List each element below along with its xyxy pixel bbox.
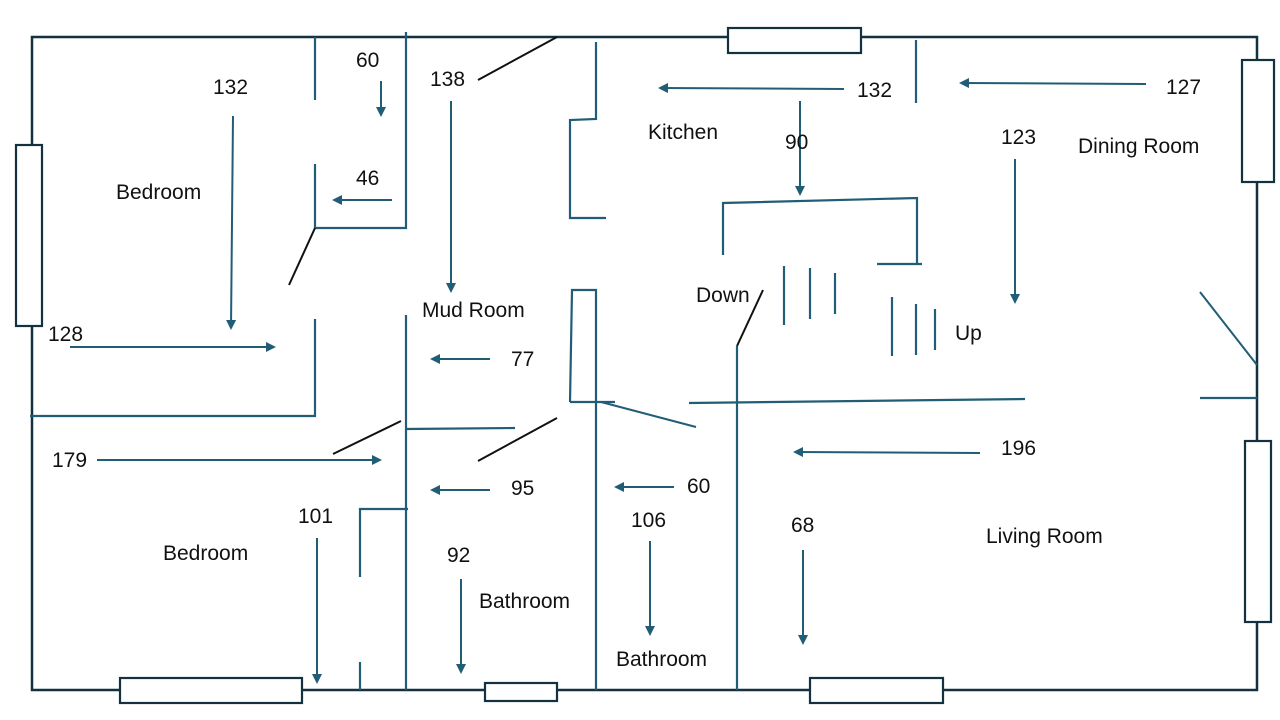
room-labels: Bedroom Bedroom Mud Room Kitchen Dining … xyxy=(116,121,1199,671)
window-south-bedroom xyxy=(118,676,304,705)
dim-value: 90 xyxy=(785,131,808,154)
dim-value: 101 xyxy=(298,505,333,528)
dim-value: 138 xyxy=(430,68,465,91)
doors xyxy=(288,36,1258,462)
dim-arrow-196 xyxy=(793,447,981,458)
room-label-mud-room: Mud Room xyxy=(422,299,525,322)
dim-value: 77 xyxy=(511,348,534,371)
door-bedroom-north xyxy=(288,227,316,286)
dim-value: 196 xyxy=(1001,437,1036,460)
window-east-lower xyxy=(1243,439,1273,624)
dim-value: 46 xyxy=(356,167,379,190)
windows xyxy=(14,26,1276,705)
room-label-kitchen: Kitchen xyxy=(648,121,718,144)
stairs xyxy=(782,266,937,356)
window-east-upper xyxy=(1240,58,1276,184)
interior-walls xyxy=(30,32,1257,690)
room-label-dining-room: Dining Room xyxy=(1078,135,1199,158)
window-south-bathroom xyxy=(483,681,559,703)
window-west xyxy=(14,143,44,328)
dim-value: 123 xyxy=(1001,126,1036,149)
window-north xyxy=(726,26,863,55)
stair-label-down: Down xyxy=(696,284,750,307)
room-label-bedroom-south: Bedroom xyxy=(163,542,248,565)
door-east-exterior xyxy=(1199,291,1258,366)
room-label-bedroom-north: Bedroom xyxy=(116,181,201,204)
room-label-living-room: Living Room xyxy=(986,525,1103,548)
stair-label-up: Up xyxy=(955,322,982,345)
dim-value: 95 xyxy=(511,477,534,500)
window-south-living xyxy=(808,676,945,705)
dim-value: 132 xyxy=(213,76,248,99)
dim-value: 60 xyxy=(356,49,379,72)
door-mud-room-exterior xyxy=(477,36,558,81)
room-label-bathroom-east: Bathroom xyxy=(616,648,707,671)
exterior-walls xyxy=(30,35,1259,692)
dimension-arrows xyxy=(70,78,1147,684)
dim-value: 132 xyxy=(857,79,892,102)
dim-value: 179 xyxy=(52,449,87,472)
dimension-values: 132 60 46 138 128 77 132 90 127 123 179 … xyxy=(48,49,1201,567)
dim-arrow-132-bedroom xyxy=(226,115,237,330)
dim-value: 92 xyxy=(447,544,470,567)
dim-value: 60 xyxy=(687,475,710,498)
room-label-bathroom-west: Bathroom xyxy=(479,590,570,613)
dim-value: 128 xyxy=(48,323,83,346)
dim-value: 127 xyxy=(1166,76,1201,99)
door-bedroom-south xyxy=(332,420,402,455)
dim-value: 68 xyxy=(791,514,814,537)
dim-arrow-132-kitchen xyxy=(658,83,845,94)
dim-arrow-127 xyxy=(959,78,1147,89)
door-basement xyxy=(736,289,764,347)
dim-value: 106 xyxy=(631,509,666,532)
door-bathroom-west xyxy=(477,417,558,462)
door-bathroom-east xyxy=(600,401,697,428)
